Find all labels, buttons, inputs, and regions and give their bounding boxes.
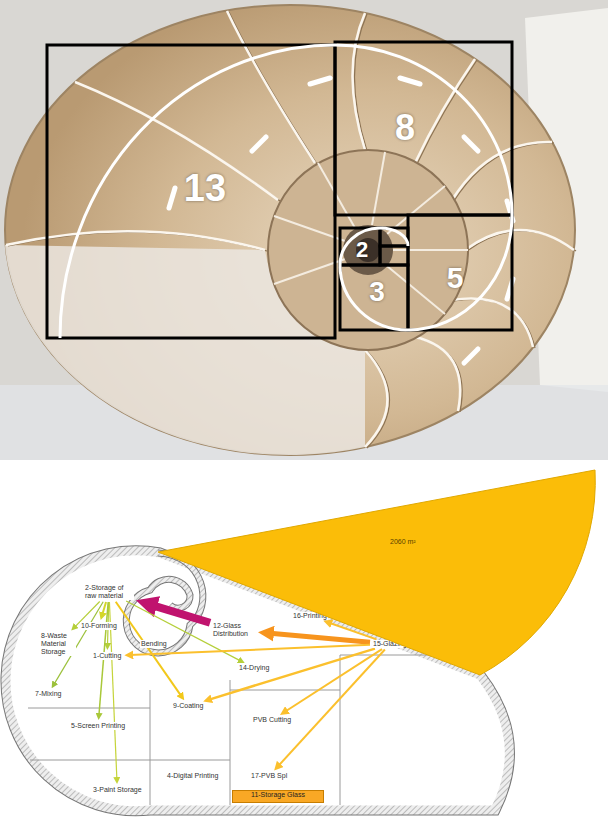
partition	[230, 680, 231, 805]
room-label: PVB Cutting	[252, 716, 292, 724]
siphuncle-tube	[464, 349, 478, 363]
flow-arrow	[278, 650, 385, 767]
fibonacci-number: 2	[356, 239, 368, 261]
septum	[452, 299, 533, 347]
room-name: 1-Cutting	[92, 652, 122, 660]
flow-arrow	[116, 602, 182, 697]
fibonacci-number: 5	[447, 263, 464, 293]
septum	[77, 83, 280, 201]
siphuncle-tube	[252, 137, 266, 151]
room-label: 1-Cutting	[92, 652, 122, 660]
shell-core	[343, 225, 393, 275]
bar-text: 11-Storage Glass	[233, 791, 323, 799]
septum	[227, 11, 315, 163]
septum	[393, 249, 468, 251]
septum	[417, 338, 462, 412]
fibonacci-number: 8	[395, 110, 415, 146]
septum	[353, 13, 366, 150]
septum	[465, 230, 574, 250]
room-label: 12-Glass Distribution	[212, 622, 256, 638]
inner-whorl	[268, 150, 468, 350]
room-name: Bending	[140, 640, 168, 648]
area-wedge: 2060 m²	[150, 462, 600, 680]
room-name: 5-Screen Printing	[70, 722, 126, 730]
wedge-shape	[150, 462, 600, 680]
flow-arrow	[285, 649, 382, 712]
room-label: 8-Waste Material Storage	[40, 632, 76, 656]
fibonacci-squares	[47, 42, 512, 338]
room-label: 9-Coating	[172, 702, 204, 710]
flow-arrow	[268, 633, 370, 642]
area-text: 2060 m²	[390, 538, 416, 546]
siphuncle-tube	[169, 188, 175, 208]
fibonacci-number: 13	[184, 169, 226, 207]
siphuncle-tube	[310, 78, 330, 84]
room-name: PVB Cutting	[252, 716, 292, 724]
wedge-fill	[158, 470, 595, 675]
room-label: 14-Drying	[238, 664, 270, 672]
room-label: 5-Screen Printing	[70, 722, 126, 730]
photo-ground	[0, 0, 608, 460]
room-label: 17-PVB Spl	[250, 772, 288, 780]
inner-spiral-hatch	[126, 553, 203, 653]
room-name: 17-PVB Spl	[250, 772, 288, 780]
storage-bar: 11-Storage Glass	[232, 790, 324, 803]
septum	[452, 142, 552, 200]
golden-spiral	[60, 45, 512, 338]
septum	[365, 350, 388, 447]
septa	[6, 11, 574, 447]
septum	[417, 60, 477, 164]
siphuncle-tube	[464, 137, 478, 151]
partitions	[28, 655, 470, 805]
septum	[415, 337, 460, 411]
flow-arrow	[102, 602, 106, 615]
shell-body	[5, 5, 575, 455]
room-name: 9-Coating	[172, 702, 204, 710]
inner-spiral-wall	[126, 553, 203, 653]
partition	[150, 690, 151, 805]
room-name: 2-Storage of raw material	[84, 584, 134, 600]
fibonacci-number: 3	[369, 278, 385, 306]
septa-shadow	[8, 12, 576, 448]
shell-core	[356, 238, 380, 262]
room-label: Bending	[140, 640, 168, 648]
room-label: 10-Forming	[80, 622, 118, 630]
room-name: 12-Glass Distribution	[212, 622, 256, 638]
room-name: 8-Waste Material Storage	[40, 632, 76, 656]
room-label: 2-Storage of raw material	[84, 584, 134, 600]
partition	[28, 708, 150, 709]
partition	[230, 690, 340, 691]
flow-arrow	[208, 649, 375, 700]
septum	[229, 12, 317, 164]
siphuncle	[169, 78, 513, 363]
room-label: 7-Mixing	[34, 690, 62, 698]
septum	[6, 231, 265, 250]
room-name: 3-Paint Storage	[92, 786, 143, 794]
septum	[387, 266, 445, 314]
room-name: 14-Drying	[238, 664, 270, 672]
square-1	[380, 246, 408, 265]
siphuncle-tube	[400, 78, 420, 84]
room-name: 7-Mixing	[34, 690, 62, 698]
room-name: 4-Digital Printing	[166, 772, 219, 780]
partition	[30, 760, 230, 761]
septum	[415, 59, 475, 163]
room-name: 10-Forming	[80, 622, 118, 630]
inner-septa	[274, 152, 468, 314]
room-label: 3-Paint Storage	[92, 786, 143, 794]
flow-arrow	[149, 604, 211, 623]
room-label: 4-Digital Printing	[166, 772, 219, 780]
